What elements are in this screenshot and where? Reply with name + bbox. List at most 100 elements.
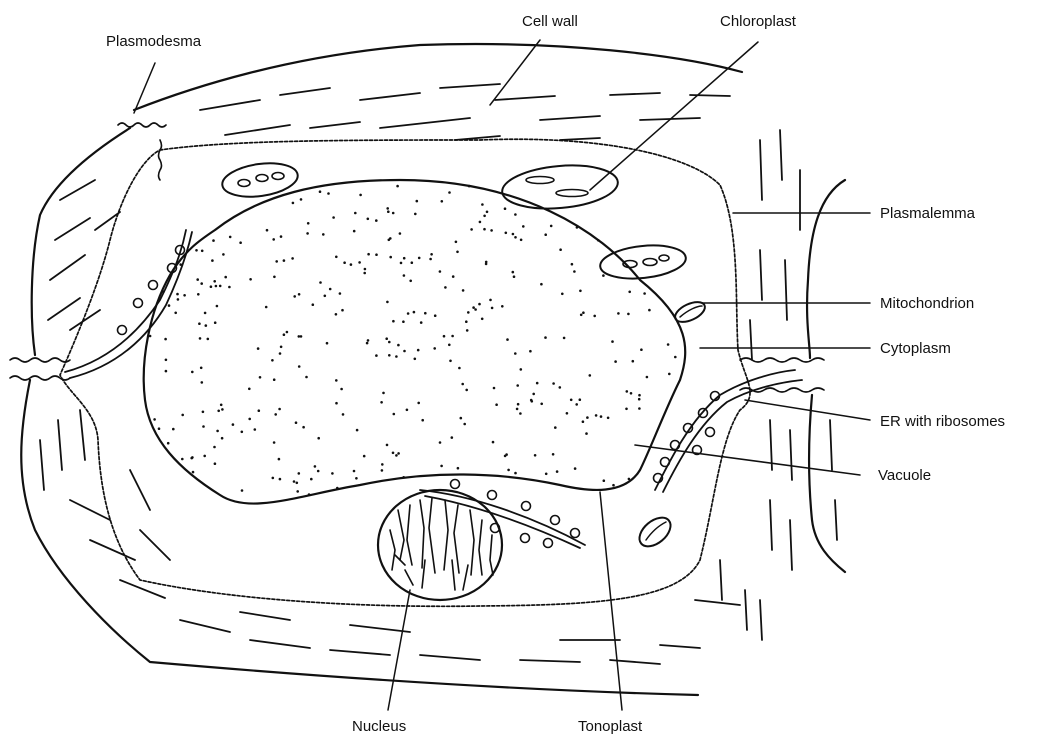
vacuole-dot bbox=[221, 408, 224, 411]
label-plasmalemma: Plasmalemma bbox=[880, 205, 976, 222]
vacuole-dot bbox=[418, 257, 421, 260]
vacuole-dot bbox=[254, 428, 257, 431]
vacuole-dot bbox=[158, 427, 161, 430]
vacuole-dot bbox=[614, 360, 617, 363]
vacuole-dot bbox=[275, 260, 278, 263]
vacuole-dot bbox=[486, 211, 489, 214]
vacuole-dot bbox=[308, 493, 311, 496]
vacuole-dot bbox=[597, 239, 600, 242]
vacuole-dot bbox=[479, 221, 482, 224]
vacuole-dot bbox=[466, 329, 469, 332]
plasmodesma-channels bbox=[10, 123, 824, 392]
label-mitochondrion: Mitochondrion bbox=[880, 295, 974, 312]
vacuole-dot bbox=[402, 476, 405, 479]
vacuole-dot bbox=[489, 299, 492, 302]
mitochondria bbox=[634, 298, 708, 552]
nucleus bbox=[378, 490, 502, 600]
vacuole-dot bbox=[392, 320, 395, 323]
vacuole-dot bbox=[517, 403, 520, 406]
vacuole-dot bbox=[461, 383, 464, 386]
vacuole-dot bbox=[439, 441, 442, 444]
vacuole-dot bbox=[343, 261, 346, 264]
vacuole-dot bbox=[314, 465, 317, 468]
vacuole-dot bbox=[219, 285, 222, 288]
vacuole-dot bbox=[452, 275, 455, 278]
vacuole-dot bbox=[566, 412, 569, 415]
vacuole-dot bbox=[399, 232, 402, 235]
vacuole-dot bbox=[536, 382, 539, 385]
nucleus-chromatin bbox=[390, 498, 493, 590]
vacuole-dot bbox=[512, 233, 515, 236]
vacuole-dot bbox=[417, 349, 420, 352]
vacuole-dot bbox=[271, 359, 274, 362]
vacuole-dot bbox=[540, 403, 543, 406]
vacuole-dot bbox=[363, 455, 366, 458]
vacuole-dot bbox=[579, 290, 582, 293]
vacuole-dot bbox=[382, 392, 385, 395]
vacuole-dot bbox=[392, 452, 395, 455]
vacuole-dot bbox=[367, 339, 370, 342]
vacuole-dot bbox=[204, 312, 207, 315]
vacuole-dot bbox=[646, 376, 649, 379]
vacuole-dot bbox=[403, 350, 406, 353]
vacuole-dot bbox=[258, 409, 261, 412]
vacuole-dot bbox=[195, 249, 198, 252]
vacuole-dot bbox=[149, 335, 152, 338]
wall-left-outline bbox=[32, 128, 130, 355]
vacuole-dot bbox=[570, 399, 573, 402]
vacuole-dot bbox=[556, 470, 559, 473]
vacuole-dot bbox=[280, 346, 283, 349]
vacuole-dot bbox=[214, 462, 217, 465]
vacuole-dot bbox=[292, 202, 295, 205]
vacuole-dot bbox=[339, 292, 342, 295]
vacuole-dot bbox=[241, 489, 244, 492]
mitochondrion-2 bbox=[634, 512, 676, 552]
vacuole-dot bbox=[340, 388, 343, 391]
vacuole-dot bbox=[210, 285, 213, 288]
vacuole-dot bbox=[359, 194, 362, 197]
vacuole-dot bbox=[232, 423, 235, 426]
vacuole-dot bbox=[207, 338, 210, 341]
vacuole-dot bbox=[350, 263, 353, 266]
vacuole-dot bbox=[595, 414, 598, 417]
wall-right-outline bbox=[807, 180, 845, 358]
vacuole-dot bbox=[607, 417, 610, 420]
vacuole-dot bbox=[202, 425, 205, 428]
chloroplast-2 bbox=[500, 161, 619, 213]
vacuole-dot bbox=[388, 239, 391, 242]
vacuole-dot bbox=[375, 219, 378, 222]
vacuole-dot bbox=[439, 270, 442, 273]
wall-top-outline bbox=[134, 44, 742, 110]
vacuole-dot bbox=[520, 368, 523, 371]
vacuole-dot bbox=[216, 305, 219, 308]
vacuole-dot bbox=[485, 263, 488, 266]
vacuole-dot bbox=[239, 241, 242, 244]
vacuole-dot bbox=[632, 360, 635, 363]
vacuole-dot bbox=[540, 283, 543, 286]
vacuole-dot bbox=[300, 198, 303, 201]
vacuole-dot bbox=[278, 408, 281, 411]
vacuole-dot bbox=[198, 322, 201, 325]
vacuole-dot bbox=[201, 381, 204, 384]
vacuole-dot bbox=[286, 331, 289, 334]
vacuole-dot bbox=[403, 257, 406, 260]
vacuole-dot bbox=[561, 293, 564, 296]
vacuole-dot bbox=[513, 275, 516, 278]
vacuole-dot bbox=[272, 238, 275, 241]
vacuole-dot bbox=[563, 337, 566, 340]
vacuole-dot bbox=[507, 469, 510, 472]
vacuole-dot bbox=[505, 232, 508, 235]
vacuole-dot bbox=[331, 472, 334, 475]
vacuole-dot bbox=[341, 309, 344, 312]
vacuole-dot bbox=[467, 311, 470, 314]
vacuole-dot bbox=[393, 413, 396, 416]
leader-cell-wall bbox=[490, 40, 540, 105]
vacuole-dot bbox=[463, 423, 466, 426]
vacuole-dot bbox=[574, 467, 577, 470]
vacuole-dot bbox=[638, 407, 641, 410]
vacuole-dot bbox=[283, 259, 286, 262]
vacuole-dot bbox=[571, 263, 574, 266]
vacuole-dot bbox=[402, 320, 405, 323]
vacuole-dot bbox=[504, 455, 507, 458]
